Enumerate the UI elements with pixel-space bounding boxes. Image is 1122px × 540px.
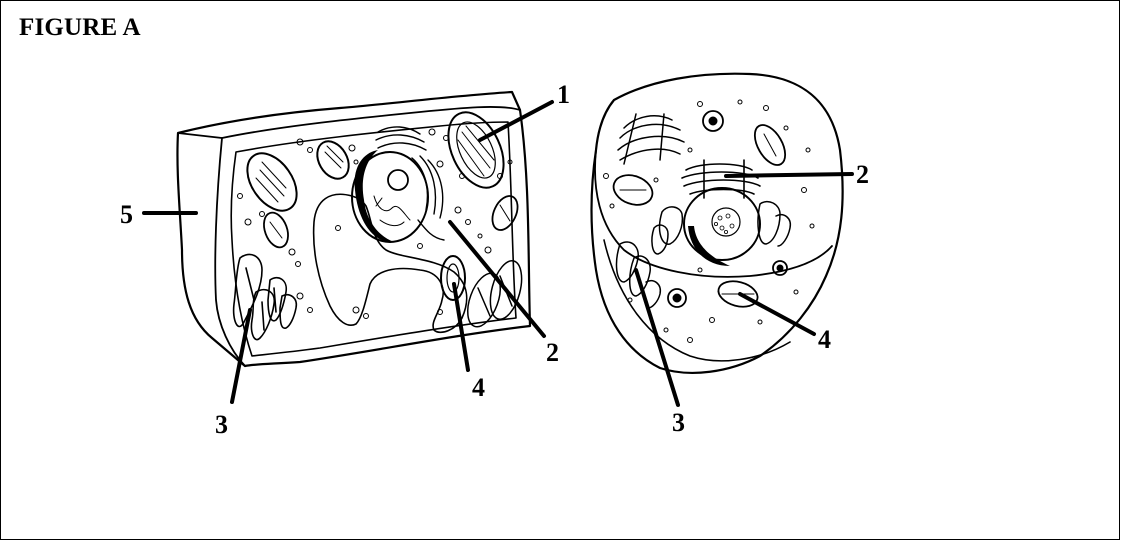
- plant-cell: [144, 92, 552, 402]
- animal-golgi: [682, 160, 760, 198]
- plant-label-1: 1: [557, 80, 570, 109]
- animal-label-4: 4: [818, 325, 831, 354]
- animal-label-3: 3: [672, 408, 685, 437]
- animal-label-2: 2: [856, 160, 869, 189]
- plant-mitochondrion: [441, 256, 465, 300]
- plant-chloroplast-2: [237, 144, 306, 219]
- plant-label-3: 3: [215, 410, 228, 439]
- plant-label-4: 4: [472, 373, 485, 402]
- animal-cell: [592, 74, 853, 405]
- plant-label-2: 2: [546, 338, 559, 367]
- plant-label-5: 5: [120, 200, 133, 229]
- animal-nucleus: [684, 188, 760, 260]
